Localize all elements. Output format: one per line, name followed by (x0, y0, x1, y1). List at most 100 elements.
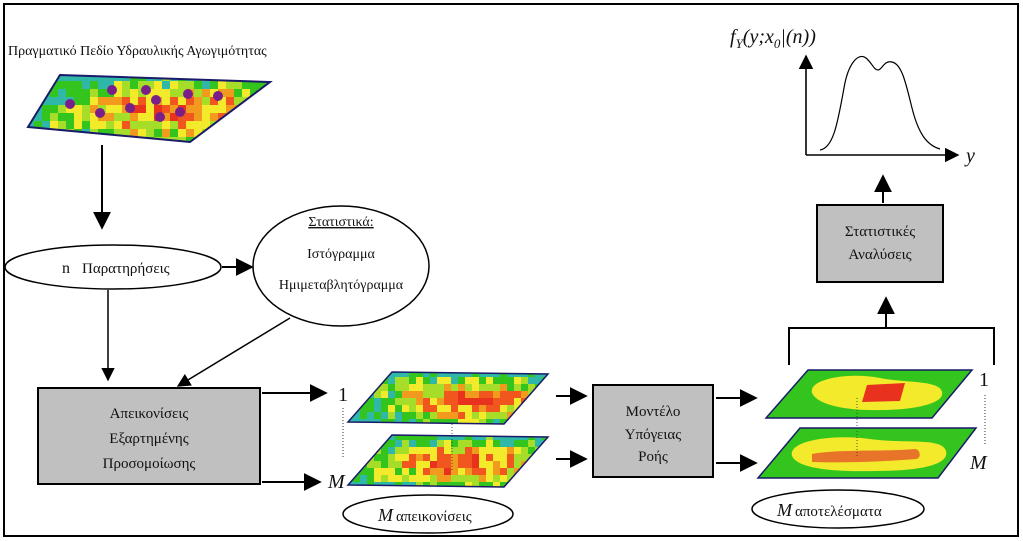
observation-dot (213, 91, 223, 101)
results-label: αποτελέσματα (795, 504, 882, 520)
field-cell (58, 75, 67, 82)
field-cell (493, 377, 501, 385)
field-cell (360, 454, 368, 462)
field-cell (146, 81, 155, 90)
field-cell (395, 372, 403, 378)
field-cell (535, 482, 543, 487)
field-cell (416, 398, 424, 406)
field-cell (521, 419, 529, 424)
field-cell (458, 384, 466, 392)
field-cell (535, 412, 543, 420)
field-cell (402, 377, 410, 385)
field-cell (138, 129, 147, 138)
field-cell (28, 97, 35, 106)
field-cell (186, 129, 195, 138)
field-cell (82, 121, 91, 130)
field-cell (528, 412, 536, 420)
field-cell (170, 113, 179, 122)
field-cell (500, 405, 508, 413)
field-cell (367, 440, 375, 448)
field-cell (353, 435, 361, 441)
field-cell (402, 454, 410, 462)
realization-outline-1 (346, 371, 550, 425)
field-cell (250, 97, 259, 106)
field-cell (542, 435, 548, 441)
field-cell (234, 113, 243, 122)
field-cell (486, 435, 494, 441)
field-cell (458, 372, 466, 378)
field-cell (437, 475, 445, 483)
field-cell (500, 435, 508, 441)
field-cell (250, 113, 259, 122)
field-cell (402, 461, 410, 469)
field-cell (542, 440, 548, 448)
field-cell (521, 440, 529, 448)
field-cell (465, 454, 473, 462)
field-cell (430, 377, 438, 385)
field-cell (458, 398, 466, 406)
field-cell (437, 377, 445, 385)
statistics-ellipse (252, 205, 430, 327)
field-cell (486, 454, 494, 462)
field-cell (430, 419, 438, 424)
field-cell (472, 384, 480, 392)
field-cell (395, 377, 403, 385)
field-cell (353, 461, 361, 469)
field-cell (367, 482, 375, 487)
pdf-curve (819, 55, 941, 151)
field-cell (500, 372, 508, 378)
field-cell (50, 113, 59, 122)
field-cell (178, 113, 187, 122)
field-cell (234, 81, 243, 90)
field-cell (416, 372, 424, 378)
field-cell (479, 435, 487, 441)
field-cell (178, 97, 187, 106)
field-cell (514, 419, 522, 424)
field-cell (423, 405, 431, 413)
pdf-y-label: fY(y;x0|(n)) (730, 26, 816, 51)
field-cell (266, 137, 270, 142)
field-cell (194, 97, 203, 106)
field-cell (493, 475, 501, 483)
field-cell (458, 412, 466, 420)
field-cell (98, 97, 107, 106)
field-cell (353, 398, 361, 406)
field-cell (50, 97, 59, 106)
field-cell (28, 129, 35, 138)
field-cell (444, 482, 452, 487)
field-cell (138, 105, 147, 114)
field-cell (444, 440, 452, 448)
field-cell (194, 129, 203, 138)
field-cell (106, 97, 115, 106)
field-cell (170, 121, 179, 130)
field-cell (178, 121, 187, 130)
field-cell (226, 121, 235, 130)
field-cell (42, 105, 51, 114)
field-cell (114, 121, 123, 130)
field-cell (266, 75, 270, 82)
field-cell (114, 89, 123, 98)
field-cell (381, 482, 389, 487)
field-cell (360, 405, 368, 413)
field-cell (381, 391, 389, 399)
field-cell (479, 475, 487, 483)
pdf-plot: y fY(y;x0|(n)) (730, 26, 975, 167)
field-cell (528, 435, 536, 441)
field-cell (242, 81, 251, 90)
field-cell (521, 384, 529, 392)
field-cell (360, 384, 368, 392)
field-cell (542, 482, 548, 487)
field-cell (218, 105, 227, 114)
field-cell (507, 468, 515, 476)
field-cell (114, 81, 123, 90)
simulation-line-2: Εξαρτημένης (109, 431, 188, 447)
field-cell (367, 435, 375, 441)
field-cell (202, 121, 211, 130)
field-cell (146, 129, 155, 138)
pdf-y-label-sub: Y (736, 36, 745, 51)
field-cell (348, 440, 354, 448)
field-cell (514, 377, 522, 385)
field-cell (242, 137, 251, 142)
field-cell (42, 113, 51, 122)
field-cell (353, 391, 361, 399)
